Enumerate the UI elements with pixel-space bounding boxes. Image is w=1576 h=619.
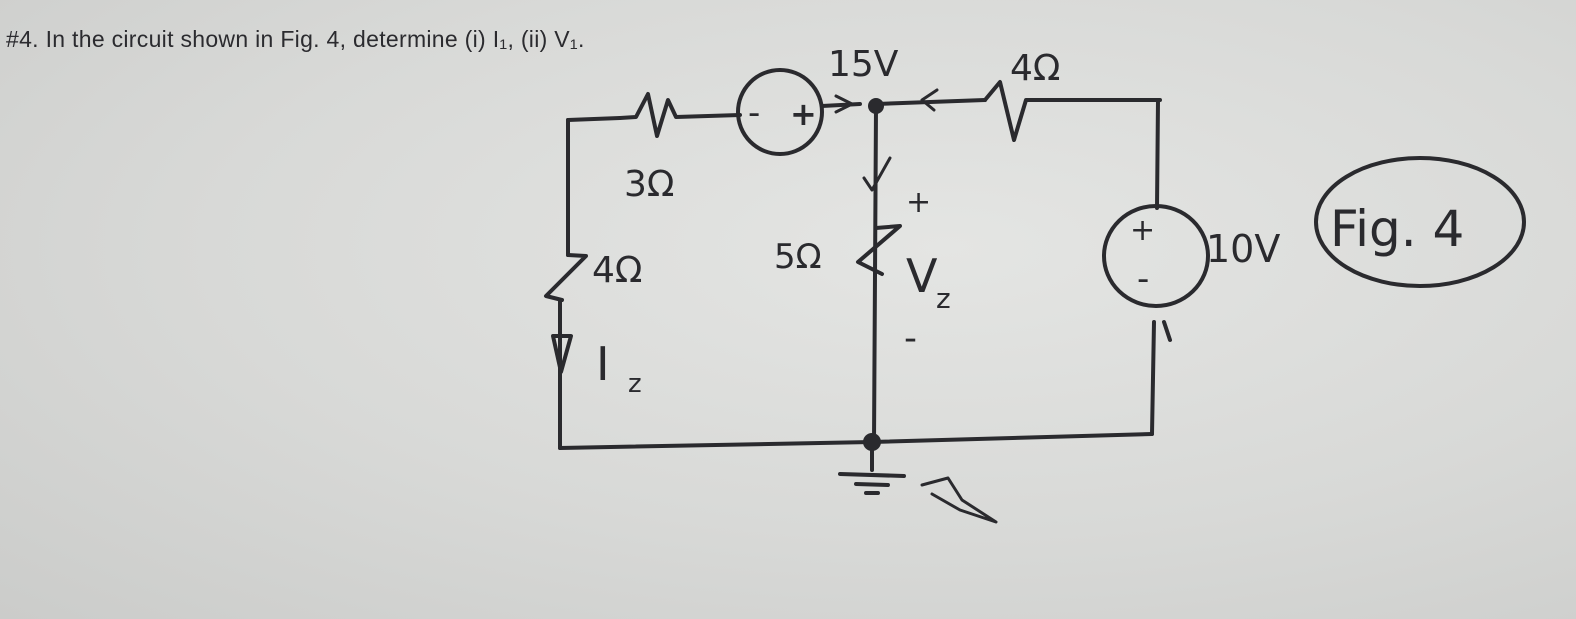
middle-branch-tick [862, 156, 892, 192]
figure-label: Fig. 4 [1330, 200, 1464, 258]
source-15v-label: 15V [828, 44, 899, 85]
voltage-source-10v [1102, 204, 1210, 308]
wire-top-left [566, 116, 622, 122]
wire-middle-branch [872, 106, 878, 444]
current-arrow-top [834, 94, 854, 114]
source-10v-plus: + [1130, 213, 1155, 248]
wire-source-to-node [820, 102, 862, 108]
source-10v-minus: - [1137, 259, 1149, 299]
wire-node-to-4ohm [874, 98, 987, 106]
source-15v-minus: - [748, 93, 760, 133]
pen-mark [920, 476, 998, 524]
ground-icon [838, 440, 906, 495]
label-4ohm-left: 4Ω [592, 250, 642, 291]
source-10v-label: 10V [1206, 227, 1280, 271]
resistor-4ohm-top [983, 80, 1162, 142]
wire-right-top [1155, 98, 1160, 210]
problem-statement: #4. In the circuit shown in Fig. 4, dete… [6, 26, 585, 52]
wire-bottom [558, 432, 1154, 450]
voltage-plus: + [906, 185, 931, 220]
resistor-5ohm [856, 224, 902, 276]
figure-label-circle [1314, 156, 1526, 288]
resistor-3ohm [618, 92, 742, 138]
node-top [868, 98, 884, 114]
source-15v-plus: + [790, 95, 817, 133]
label-4ohm-top: 4Ω [1010, 48, 1060, 89]
label-3ohm: 3Ω [624, 164, 674, 205]
pen-tick-right [1162, 320, 1172, 342]
current-label-subscript: z [628, 369, 642, 399]
current-label: I [596, 337, 610, 391]
label-5ohm: 5Ω [774, 237, 822, 277]
voltage-label: V [906, 249, 938, 303]
voltage-minus: - [904, 318, 917, 359]
voltage-label-subscript: z [936, 282, 951, 315]
current-arrow-left [551, 334, 573, 374]
voltage-source-15v [736, 68, 824, 156]
wire-right-bottom [1150, 320, 1156, 436]
current-arrow-node [920, 88, 939, 112]
wire-left-branch [558, 118, 570, 450]
resistor-4ohm-left [544, 253, 588, 302]
